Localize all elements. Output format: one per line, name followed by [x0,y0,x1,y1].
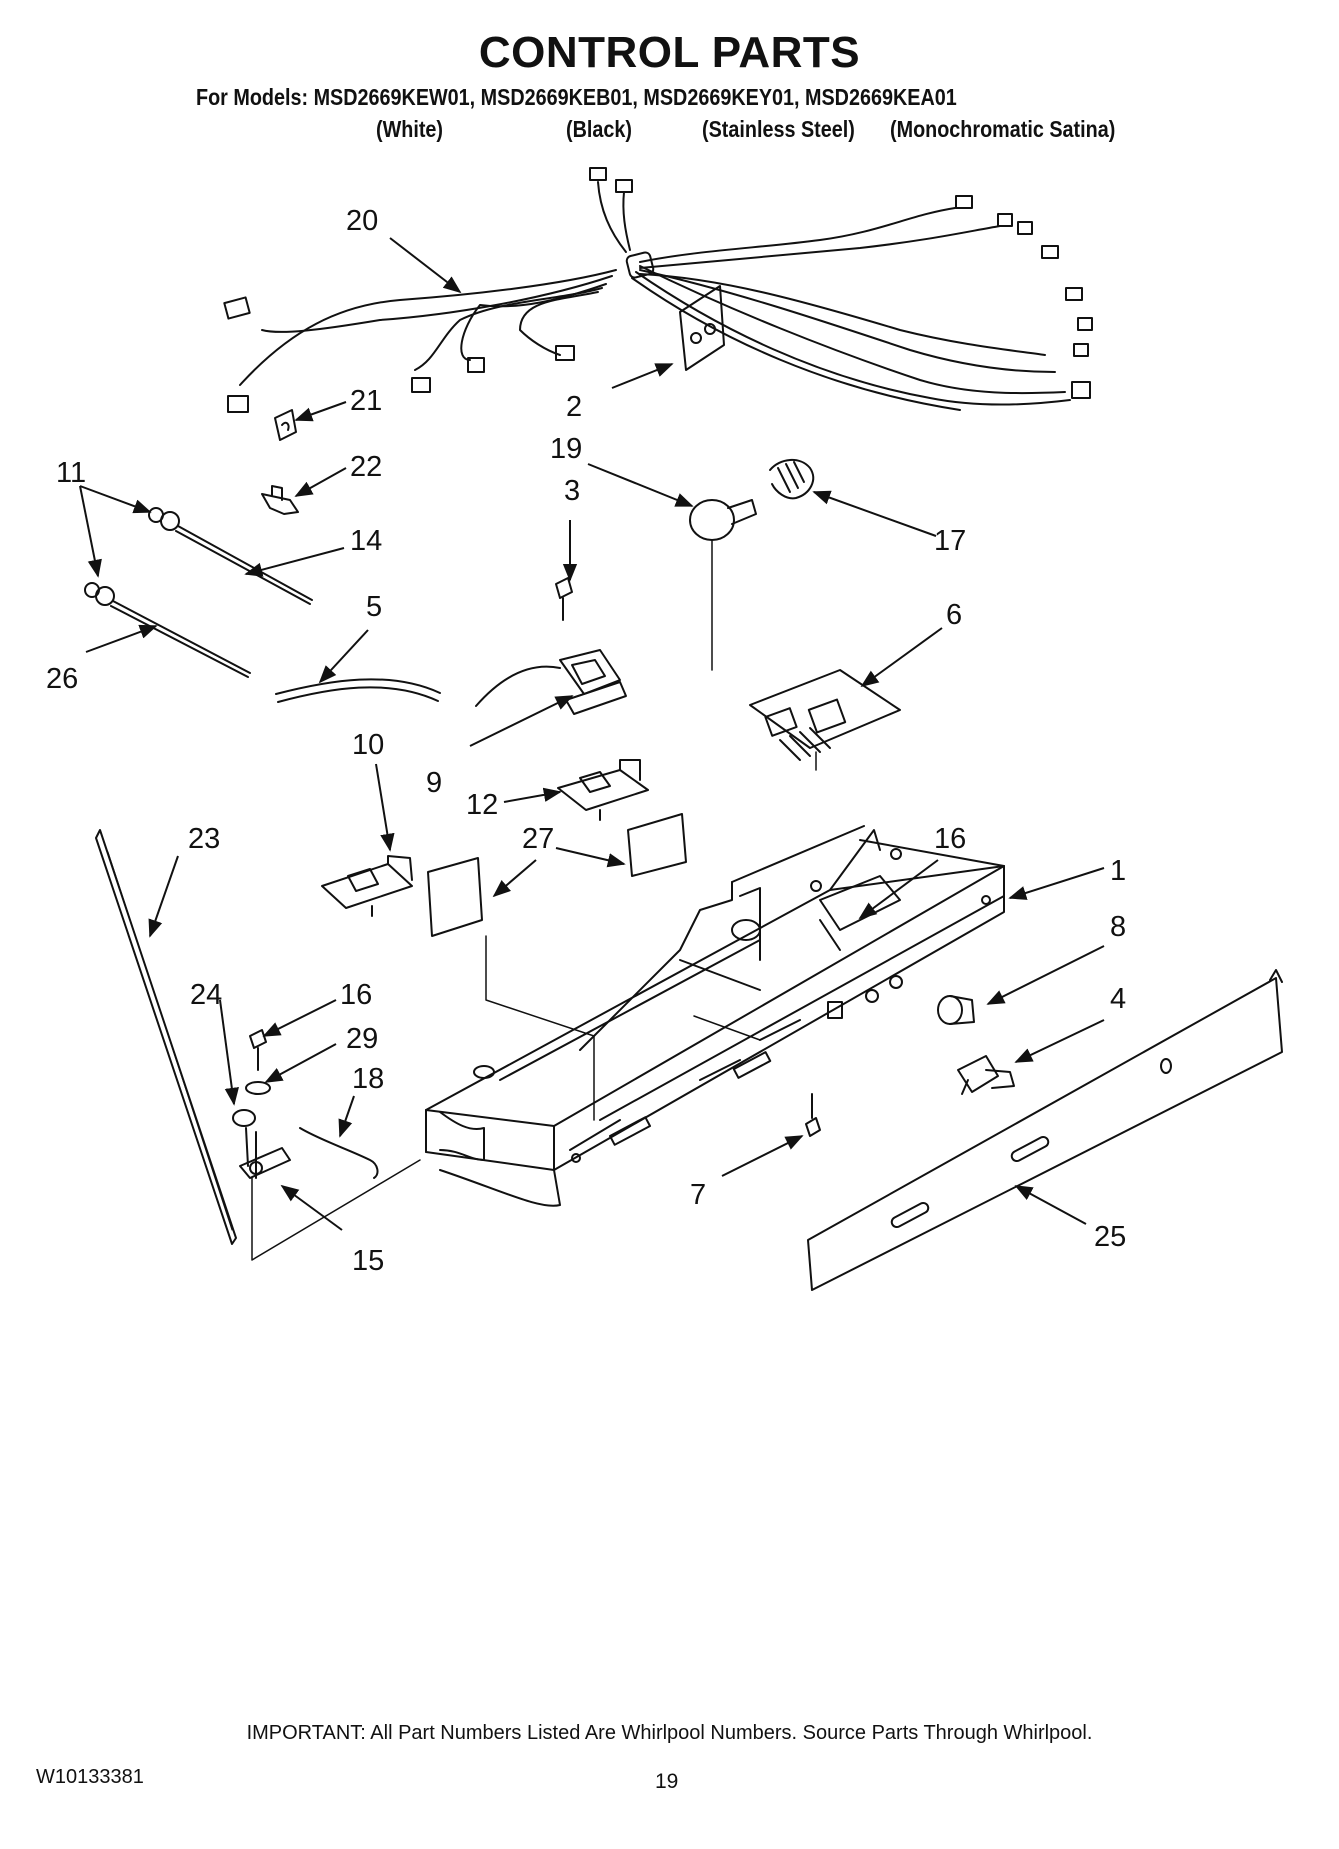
callout-18: 18 [352,1063,384,1095]
callout-labels: 1 2 3 4 5 6 7 8 9 10 11 12 14 15 16 16 1… [46,205,1126,1277]
lamp-socket [769,459,815,500]
switch-4 [957,1055,1015,1095]
callout-5: 5 [366,591,382,623]
callout-8: 8 [1110,911,1126,943]
callout-29: 29 [346,1023,378,1055]
document-number: W10133381 [36,1766,144,1788]
callout-2: 2 [566,391,582,423]
callout-17: 17 [934,525,966,557]
callout-19: 19 [550,433,582,465]
models-line: For Models: MSD2669KEW01, MSD2669KEB01, … [196,84,957,110]
screw-3 [555,577,573,621]
variant-stainless: (Stainless Steel) [702,116,855,142]
bracket-12 [557,759,649,821]
variant-monochromatic: (Monochromatic Satina) [890,116,1116,142]
callout-11: 11 [56,457,86,489]
callout-16b: 16 [934,823,966,855]
clip-22 [261,485,299,515]
page-title: CONTROL PARTS [478,28,861,77]
callout-27: 27 [522,823,554,855]
control-housing [425,825,1005,1207]
screw-7 [805,1093,821,1137]
rod-14 [148,507,313,605]
page-number: 19 [655,1770,679,1793]
control-plate [679,285,725,371]
trim-strip-23 [95,829,237,1245]
label-27b [627,813,687,877]
callout-7: 7 [690,1179,706,1211]
callout-24: 24 [190,979,222,1011]
control-board [749,669,901,771]
callout-14: 14 [350,525,382,557]
callout-22: 22 [350,451,382,483]
clip-21 [274,409,297,441]
callout-6: 6 [946,599,962,631]
variant-white: (White) [376,116,444,142]
callout-23: 23 [188,823,220,855]
callout-10: 10 [352,729,384,761]
switch-9 [475,649,627,715]
callout-21: 21 [350,385,382,417]
callout-12: 12 [466,789,498,821]
tube-5 [275,678,441,703]
callout-16a: 16 [340,979,372,1011]
hardware-24-29-16-15 [232,1029,291,1179]
callout-9: 9 [426,767,442,799]
important-note: IMPORTANT: All Part Numbers Listed Are W… [246,1722,1093,1744]
callout-20: 20 [346,205,378,237]
light-bulb [689,499,757,671]
callout-1: 1 [1110,855,1126,887]
wire-spring-18 [299,1127,379,1179]
callout-26: 26 [46,663,78,695]
callout-4: 4 [1110,983,1126,1015]
callout-25: 25 [1094,1221,1126,1253]
panel-25 [807,969,1283,1291]
button-8 [937,995,975,1025]
rod-26 [84,582,251,678]
variant-black: (Black) [566,116,632,142]
bracket-10 [321,855,413,917]
label-27a [427,857,483,937]
callout-15: 15 [352,1245,384,1277]
wire-harness [223,167,1093,413]
callout-3: 3 [564,475,580,507]
